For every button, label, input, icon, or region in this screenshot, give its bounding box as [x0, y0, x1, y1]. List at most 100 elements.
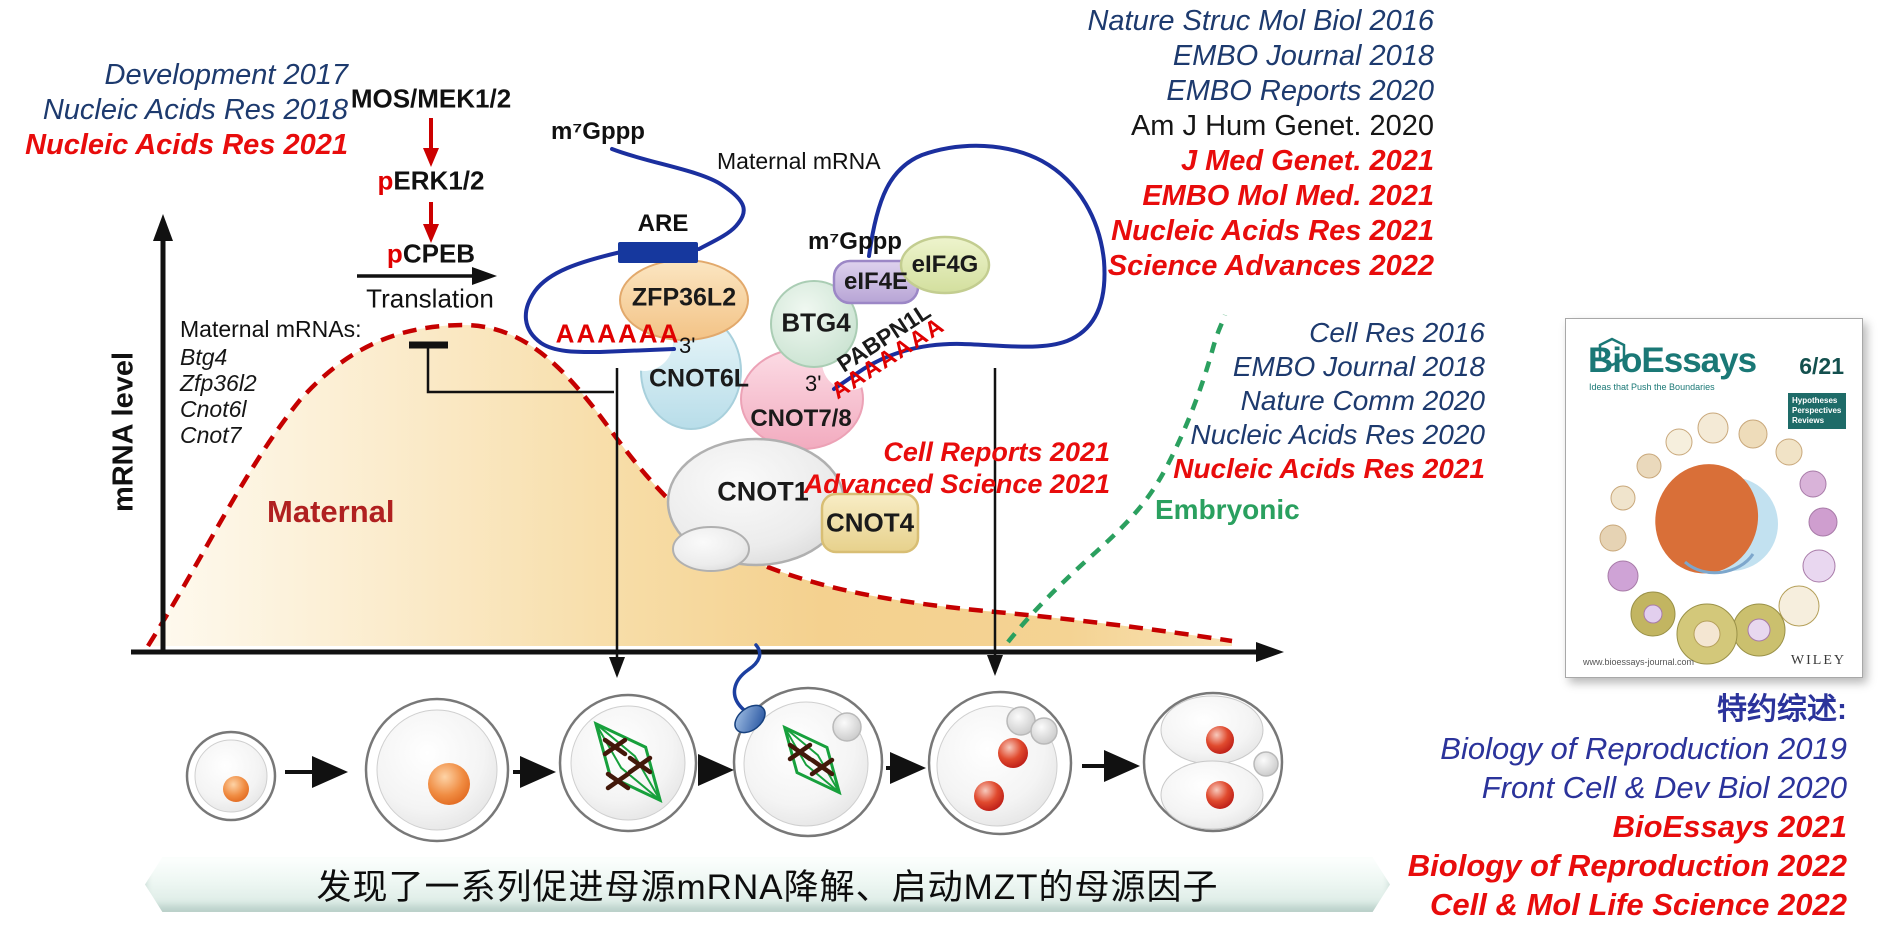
- cnot1-lobe: [672, 526, 750, 572]
- maternal-phase-label: Maternal: [267, 494, 395, 529]
- citation: J Med Genet. 2021: [1180, 145, 1434, 177]
- conclusion-banner-text: 发现了一系列促进母源mRNA降解、启动MZT的母源因子: [316, 868, 1219, 907]
- hexagon-icon: [1598, 337, 1626, 367]
- citation: Biology of Reproduction 2019: [1440, 731, 1847, 766]
- btg4-label: BTG4: [781, 307, 851, 338]
- citation: BioEssays 2021: [1612, 809, 1847, 844]
- polar-body: [1030, 717, 1058, 745]
- cover-publisher: WILEY: [1790, 653, 1846, 668]
- polar-body: [1253, 751, 1279, 777]
- citation: Science Advances 2022: [1107, 250, 1434, 282]
- citation: Nucleic Acids Res 2021: [1111, 215, 1434, 247]
- stage-transition-arrows: [285, 750, 1140, 788]
- phospho-prefix: p: [386, 238, 403, 269]
- perk-label: pERK1/2: [378, 166, 485, 197]
- oocyte-fertilized: [732, 643, 884, 838]
- pronucleus: [998, 738, 1028, 768]
- zygote: [927, 690, 1073, 836]
- maternal-mrna-curve-area: [146, 314, 1233, 648]
- cpeb-name: CPEB: [402, 238, 476, 269]
- citation: Nucleic Acids Res 2018: [42, 94, 348, 126]
- cover-title: BioEssays: [1588, 341, 1757, 380]
- signaling-arrows: [357, 118, 497, 285]
- oocyte-mii: [558, 693, 698, 833]
- inhibition-and-stage-arrows: [409, 341, 1003, 678]
- translation-label: Translation: [366, 283, 494, 314]
- three-prime-left: 3': [679, 333, 696, 358]
- oocyte-gv: [364, 697, 510, 843]
- gene-item: Cnot6l: [180, 396, 247, 422]
- bioessays-cover: BioEssays 6/21 Ideas that Push the Bound…: [1565, 318, 1863, 678]
- mrna-left-strand: [610, 147, 746, 251]
- cover-issue: 6/21: [1799, 353, 1844, 379]
- cover-infobox: Hypotheses Perspectives Reviews: [1788, 393, 1846, 429]
- citation: Front Cell & Dev Biol 2020: [1481, 770, 1847, 805]
- citation: Development 2017: [104, 59, 348, 91]
- citation: EMBO Journal 2018: [1172, 40, 1434, 72]
- conclusion-banner: 发现了一系列促进母源mRNA降解、启动MZT的母源因子: [145, 857, 1390, 912]
- citations-ccr4not-block: Cell Reports 2021 Advanced Science 2021: [804, 436, 1110, 500]
- m7gppp-cap-left-label: m⁷Gppp: [551, 118, 645, 145]
- graph-axes: [131, 214, 1284, 662]
- citation: Nucleic Acids Res 2021: [25, 129, 348, 161]
- three-prime-right: 3': [805, 371, 822, 396]
- gene-item: Cnot7: [180, 422, 242, 448]
- gene-item: Zfp36l2: [180, 370, 257, 396]
- pronucleus: [974, 781, 1004, 811]
- follicle-ring: [1599, 412, 1838, 665]
- gene-item: Btg4: [180, 344, 228, 370]
- citation: Nature Struc Mol Biol 2016: [1087, 5, 1434, 37]
- maternal-mrna-label: Maternal mRNA: [717, 148, 881, 174]
- citations-embryonic-block: Cell Res 2016 EMBO Journal 2018 Nature C…: [1173, 316, 1485, 486]
- infobox-line: Reviews: [1792, 416, 1825, 425]
- oocyte-growing: [185, 730, 277, 822]
- cnot1-label: CNOT1: [717, 476, 809, 507]
- cover-website: www.bioessays-journal.com: [1583, 657, 1695, 667]
- cnot78-label: CNOT7/8: [750, 405, 852, 432]
- citations-deadenylation-block: Nature Struc Mol Biol 2016 EMBO Journal …: [1087, 4, 1434, 284]
- citation: Nature Comm 2020: [1240, 385, 1485, 416]
- citation: Cell Res 2016: [1309, 317, 1485, 348]
- eif4g-shape: [899, 235, 991, 295]
- are-element: [618, 242, 698, 263]
- invited-reviews-heading: 特约综述:: [1717, 693, 1847, 726]
- btg4-shape: [770, 280, 858, 368]
- embryonic-phase-label: Embryonic: [1155, 494, 1300, 525]
- citations-translation-block: Development 2017 Nucleic Acids Res 2018 …: [25, 58, 348, 163]
- polar-body: [832, 712, 862, 742]
- zfp36l2-label: ZFP36L2: [631, 283, 737, 312]
- citation: Am J Hum Genet. 2020: [1130, 110, 1434, 142]
- cnot4-label: CNOT4: [825, 507, 915, 538]
- invited-reviews-block: 特约综述: Biology of Reproduction 2019 Front…: [1408, 690, 1847, 924]
- citation: Biology of Reproduction 2022: [1407, 848, 1847, 883]
- pcpeb-label: pCPEB: [387, 239, 475, 270]
- mos-mek-label: MOS/MEK1/2: [350, 83, 512, 114]
- two-cell-embryo: [1142, 691, 1284, 833]
- citation: Cell Reports 2021: [883, 437, 1110, 467]
- maternal-mrnas-title: Maternal mRNAs:: [180, 316, 362, 342]
- phospho-prefix: p: [377, 165, 394, 196]
- mrna-right-strand: [832, 143, 1107, 391]
- citation: EMBO Reports 2020: [1166, 75, 1434, 107]
- polya-tail-left: AAAAAA: [555, 318, 681, 349]
- citation: EMBO Mol Med. 2021: [1142, 180, 1434, 212]
- eif4g-label: eIF4G: [911, 251, 979, 278]
- citation: Advanced Science 2021: [803, 469, 1110, 499]
- embryonic-curve-dashed: [1006, 314, 1228, 644]
- citation: EMBO Journal 2018: [1232, 351, 1485, 382]
- citation: Nucleic Acids Res 2020: [1190, 419, 1485, 450]
- nucleus: [1206, 781, 1234, 809]
- cnot6l-label: CNOT6L: [649, 364, 749, 393]
- are-label: ARE: [637, 210, 689, 237]
- nucleus: [1206, 726, 1234, 754]
- y-axis-label: mRNA level: [107, 351, 140, 513]
- erk-name: ERK1/2: [393, 165, 485, 196]
- mrna-left-strand2: [523, 250, 676, 355]
- sperm: [732, 643, 766, 734]
- infobox-line: Hypotheses: [1792, 396, 1838, 405]
- cnot4-shape: [820, 492, 920, 554]
- cover-illustration: [1598, 337, 1838, 665]
- deadenylase-complex: [615, 235, 991, 572]
